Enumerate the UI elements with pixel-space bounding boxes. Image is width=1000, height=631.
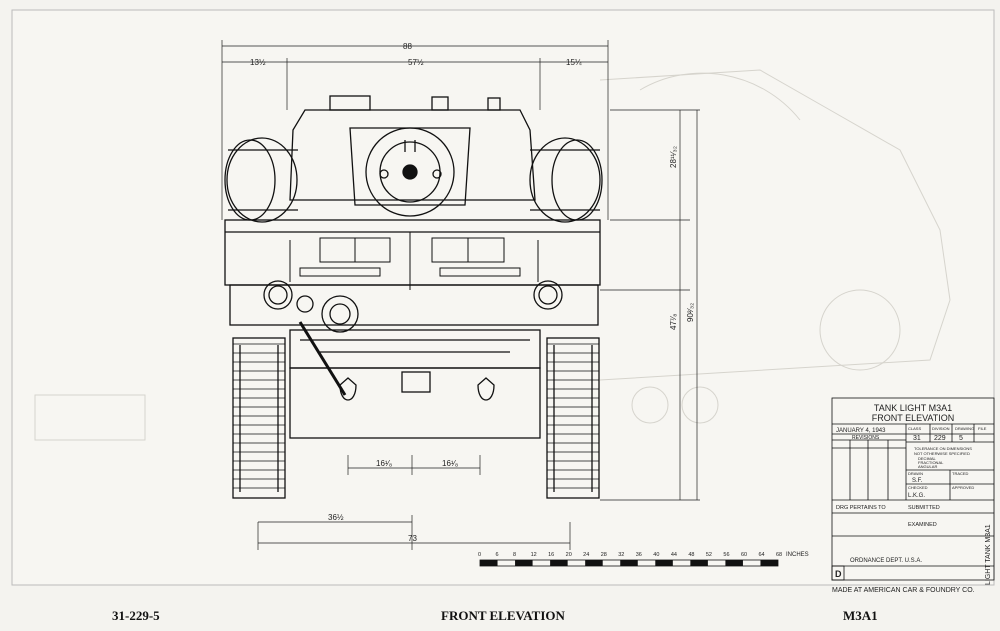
scale-tick-label: 40: [653, 552, 659, 558]
tb-maker: MADE AT AMERICAN CAR & FOUNDRY CO.: [832, 587, 975, 594]
tb-approved-label: APPROVED: [952, 485, 974, 490]
tb-tolerance-1: TOLERANCE ON DIMENSIONS: [914, 446, 972, 451]
dimension-lines: [221, 40, 700, 550]
scale-block: [725, 560, 743, 566]
scale-tick-label: 8: [513, 552, 516, 558]
tb-checked-label: CHECKED: [908, 485, 928, 490]
scale-tick-label: 20: [566, 552, 572, 558]
dim-track-centre: 36½: [328, 513, 344, 522]
scale-tick-label: 16: [548, 552, 554, 558]
tb-letter: D: [835, 569, 842, 579]
gun-mantlet: [349, 127, 471, 206]
tb-traced-label: TRACED: [952, 471, 969, 476]
scale-block: [655, 560, 673, 566]
tb-drawn-value: S.F.: [912, 478, 923, 484]
gun-muzzle: [402, 164, 418, 180]
right-headlight: [533, 280, 563, 310]
scale-tick-label: 44: [671, 552, 677, 558]
tb-pertains: DRG PERTAINS TO: [836, 505, 886, 511]
tb-division-label: DIVISION: [932, 426, 950, 431]
scale-tick-label: 48: [688, 552, 694, 558]
side-text: LIGHT TANK M3A1: [985, 524, 992, 585]
tb-submitted: SUBMITTED: [908, 505, 940, 511]
scale-tick-label: 52: [706, 552, 712, 558]
tb-tolerance-5: ANGULAR: [918, 464, 937, 469]
tb-class-label: CLASS: [908, 426, 921, 431]
tb-revisions: REVISIONS: [852, 435, 880, 441]
scale-tick-label: 28: [601, 552, 607, 558]
caption-model: M3A1: [843, 608, 878, 623]
dim-overall-width: 88: [403, 42, 412, 51]
title-block: [831, 397, 995, 581]
scale-tick-label: 56: [723, 552, 729, 558]
bow-machine-gun-mount: [296, 295, 359, 396]
dim-height-upper: 28¹¹⁄₃₂: [669, 146, 678, 168]
cupola-hatch: [329, 95, 371, 111]
scale-tick-label: 32: [618, 552, 624, 558]
dim-top-mid: 57½: [408, 58, 424, 67]
dim-hook-right: 16¹⁄₈: [442, 459, 458, 468]
dim-top-right: 15¼: [566, 58, 582, 67]
dim-top-left: 13½: [250, 58, 266, 67]
scale-block: [550, 560, 568, 566]
tb-tolerance-4: FRACTIONAL: [918, 460, 944, 465]
scale-tick-label: 60: [741, 552, 747, 558]
scale-tick-label: 36: [636, 552, 642, 558]
tb-date: JANUARY 4, 1943: [836, 428, 886, 434]
right-track: [546, 337, 600, 499]
scale-tick-label: 6: [496, 552, 499, 558]
caption-title: FRONT ELEVATION: [441, 608, 565, 623]
scale-unit: INCHES: [786, 552, 809, 558]
tb-tolerance-2: NOT OTHERWISE SPECIFIED: [914, 451, 970, 456]
drawing-number: 31-229-5: [112, 608, 160, 623]
scale-block: [760, 560, 778, 566]
tb-tolerance-3: DECIMAL: [918, 456, 937, 461]
lower-hull: [229, 284, 599, 326]
tb-drawing-value: 5: [959, 435, 963, 442]
scale-tick-label: 68: [776, 552, 782, 558]
dim-hook-left: 16¹⁄₈: [376, 459, 392, 468]
sheet-border: [11, 9, 995, 586]
title-block-text: TANK LIGHT M3A1 FRONT ELEVATION JANUARY …: [832, 403, 992, 594]
turret: [289, 109, 536, 201]
ghost-side-elevation: [34, 69, 951, 441]
scale-tick-label: 64: [758, 552, 764, 558]
tb-title2: FRONT ELEVATION: [872, 413, 955, 423]
tb-drawing-label: DRAWING: [955, 426, 974, 431]
tow-hooks: [339, 371, 495, 401]
tb-dept: ORDNANCE DEPT. U.S.A.: [850, 558, 922, 564]
scale-tick-label: 12: [531, 552, 537, 558]
tb-examined: EXAMINED: [908, 522, 937, 528]
scale-block: [690, 560, 708, 566]
left-headlight: [263, 280, 293, 310]
scale-block: [620, 560, 638, 566]
scale-block: [515, 560, 533, 566]
tb-file-label: FILE: [978, 426, 987, 431]
scale-block: [480, 560, 498, 566]
tb-title1: TANK LIGHT M3A1: [874, 403, 952, 413]
scale-tick-label: 24: [583, 552, 589, 558]
dim-height-mid: 47⁷⁄₈: [669, 314, 678, 330]
tank-front-view: [224, 95, 603, 499]
tb-division-value: 229: [934, 435, 946, 442]
dim-tread: 73: [408, 534, 417, 543]
dimension-labels: 88 13½ 57½ 15¼ 28¹¹⁄₃₂ 47⁷⁄₈ 90²⁄₃₂ 16¹⁄…: [250, 42, 695, 543]
tb-class-value: 31: [913, 435, 921, 442]
tb-checked-value: L.K.G.: [908, 493, 925, 499]
dim-height-total: 90²⁄₃₂: [686, 303, 695, 322]
gun-shield: [365, 127, 455, 217]
scale-tick-label: 0: [478, 552, 481, 558]
scale-block: [585, 560, 603, 566]
tb-drawn-label: DRAWN: [908, 471, 923, 476]
left-track: [232, 337, 286, 499]
